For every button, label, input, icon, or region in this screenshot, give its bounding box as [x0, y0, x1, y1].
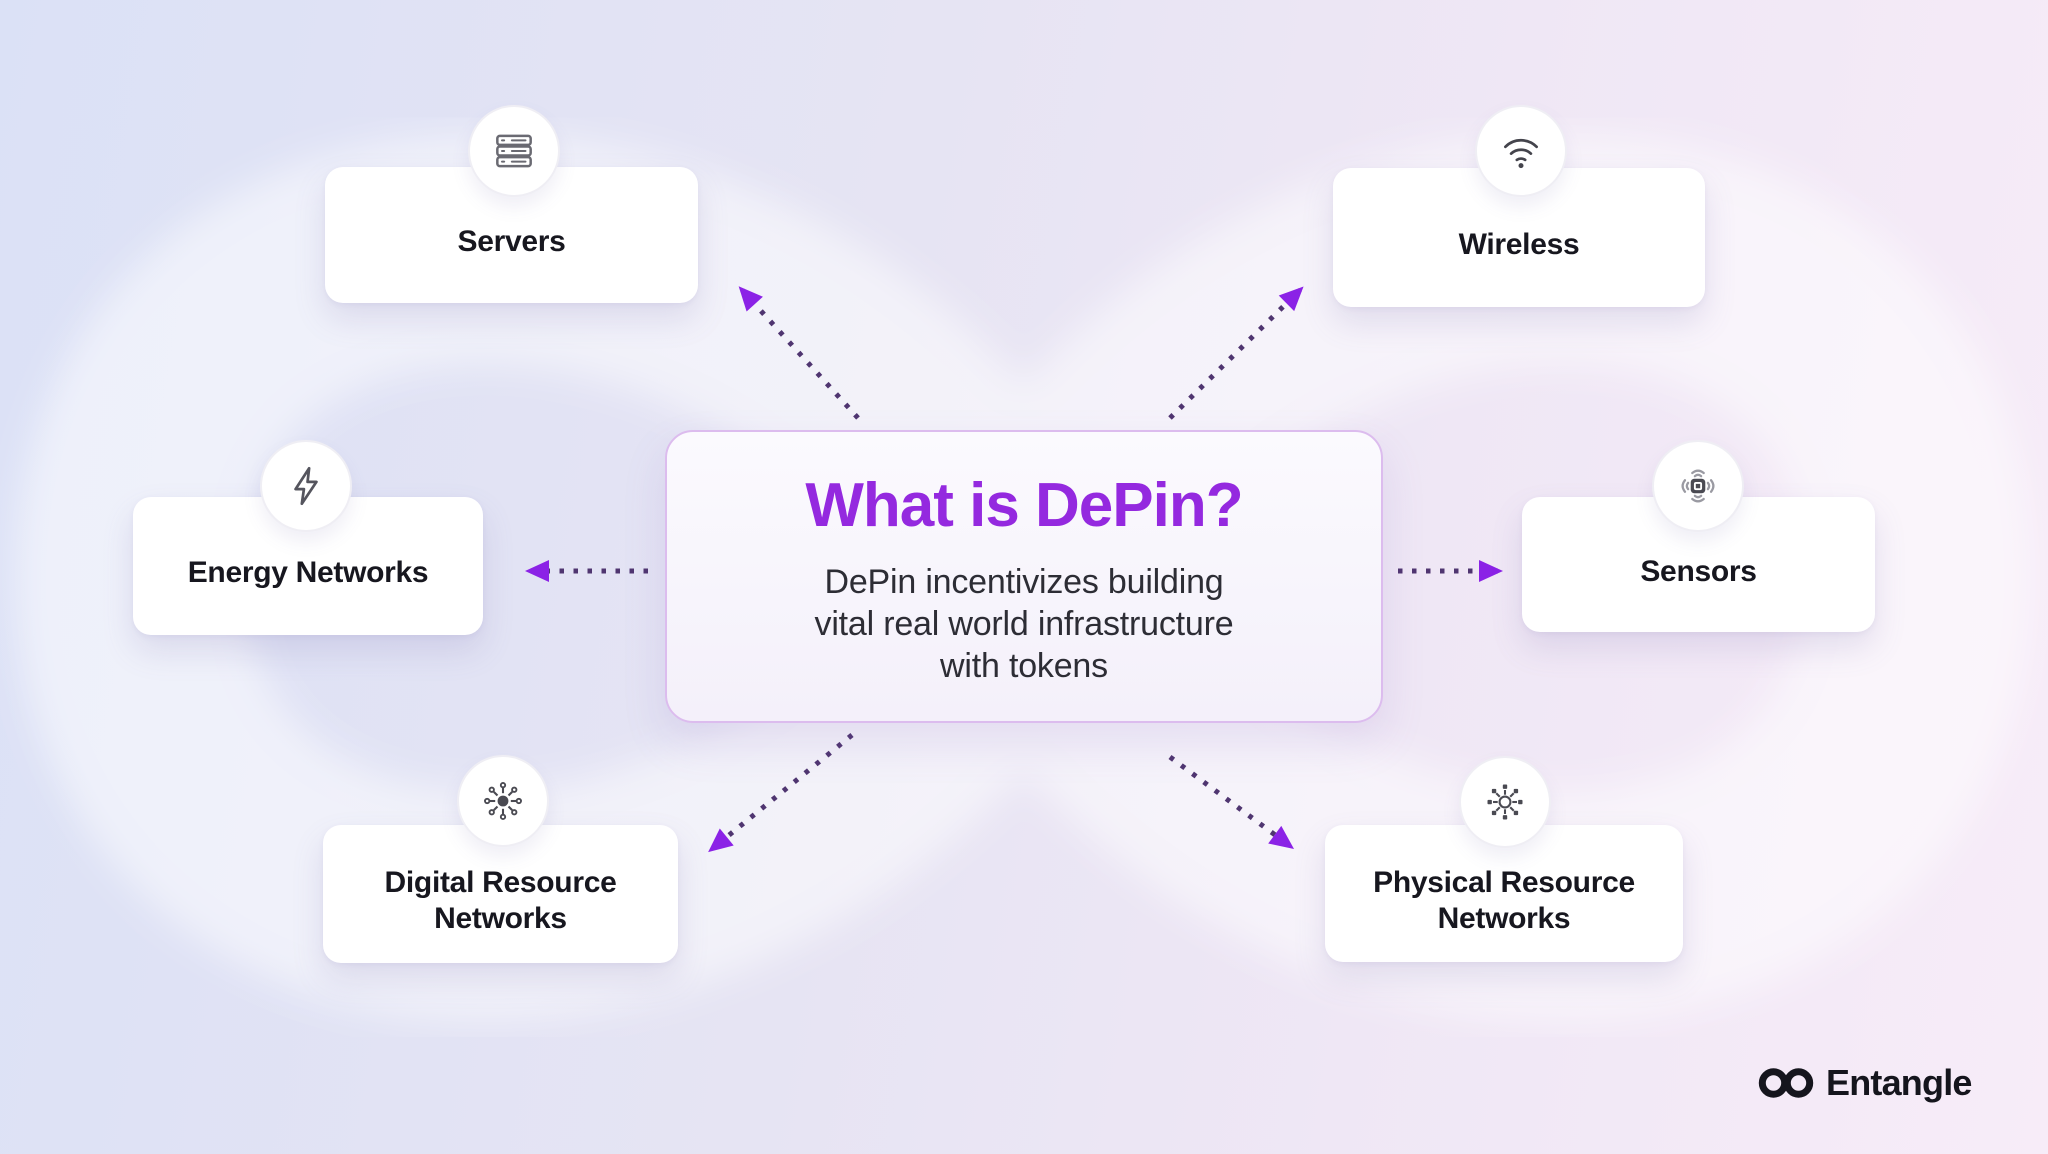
card-wireless-label: Wireless — [1458, 227, 1580, 261]
physical-hub-icon — [1459, 756, 1551, 848]
card-digital-resource-networks: Digital Resource Networks — [323, 825, 678, 963]
lightning-bolt-icon — [260, 440, 352, 532]
wifi-icon — [1475, 105, 1567, 197]
arrow-to-wireless — [1168, 286, 1304, 420]
arrow-to-servers — [738, 286, 860, 420]
page-title: What is DePin? — [805, 471, 1243, 540]
card-sensors-label: Sensors — [1640, 554, 1757, 588]
card-physical-resource-networks: Physical Resource Networks — [1325, 825, 1683, 962]
arrow-to-digital-resource-networks — [708, 733, 854, 853]
card-servers-label: Servers — [457, 225, 566, 258]
digital-hub-icon — [457, 755, 549, 847]
card-digital-resource-networks-label: Digital Resource Networks — [384, 866, 617, 935]
card-physical-resource-networks-label: Physical Resource Networks — [1373, 865, 1635, 935]
infinity-icon — [1758, 1068, 1814, 1098]
server-rack-icon — [468, 105, 560, 197]
brand-logo-text: Entangle — [1826, 1062, 1972, 1103]
brand-logo: Entangle — [1758, 1058, 1972, 1108]
page-description: DePin incentivizes building vital real w… — [814, 563, 1234, 685]
card-energy-networks-label: Energy Networks — [187, 556, 429, 589]
center-card: What is DePin? DePin incentivizes buildi… — [665, 430, 1383, 723]
arrow-to-physical-resource-networks — [1168, 754, 1295, 849]
sensor-chip-icon — [1652, 440, 1744, 532]
